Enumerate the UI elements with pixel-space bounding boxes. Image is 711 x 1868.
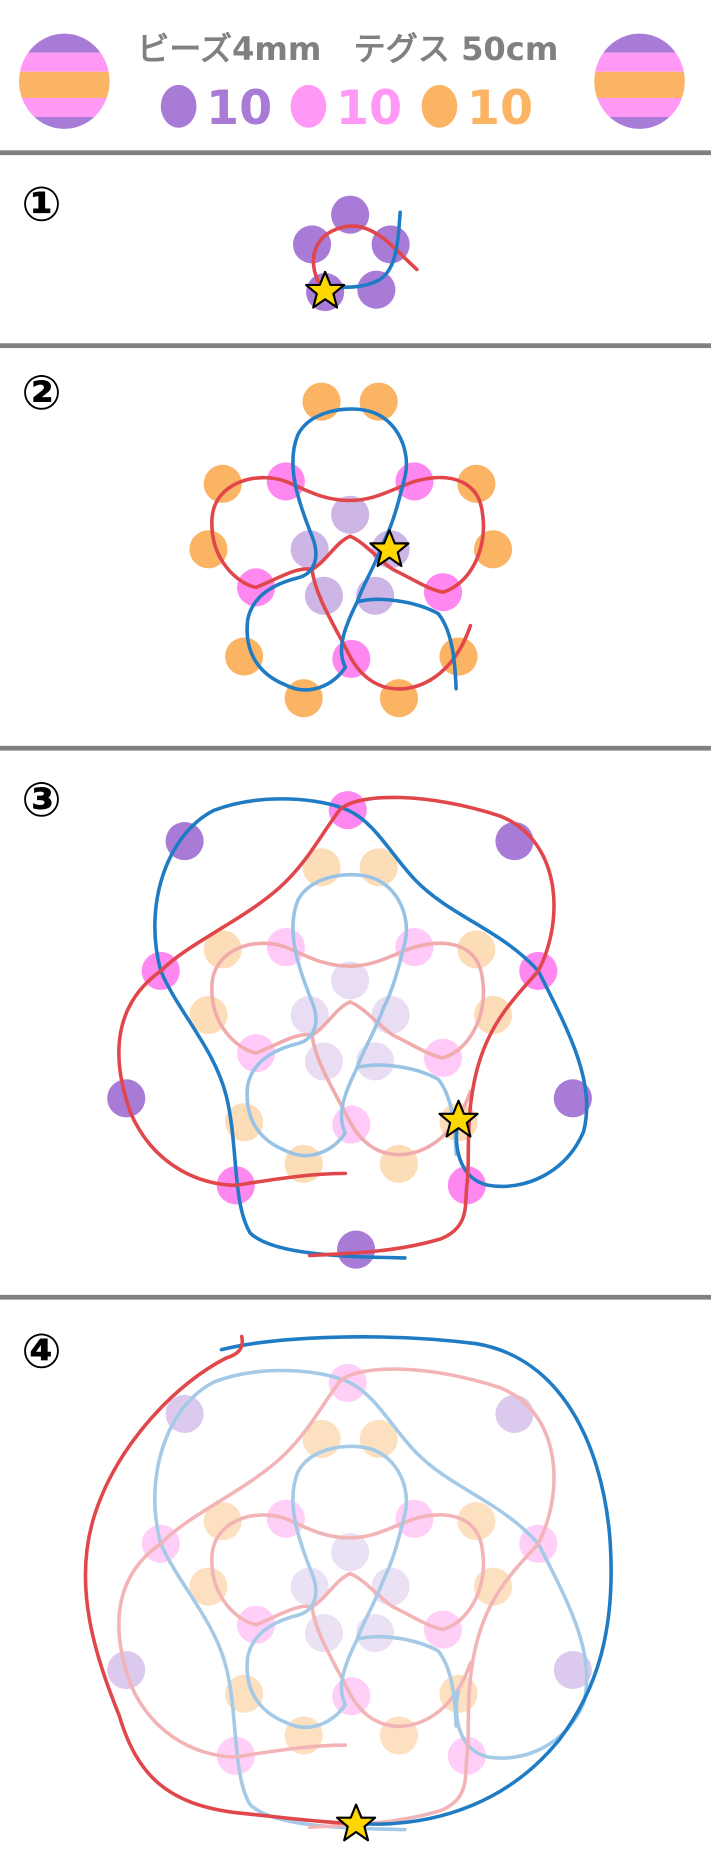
step-4-label: ④ (21, 1325, 61, 1380)
bead-count-pink: 10 (290, 81, 402, 136)
bead-count-purple: 10 (160, 81, 272, 136)
divider (0, 745, 711, 751)
svg-text:10: 10 (206, 81, 272, 136)
materials-title: ビーズ4mm テグス 50cm (137, 30, 558, 68)
striped-bead-icon-left (17, 31, 112, 133)
end-star-icon (335, 1803, 377, 1842)
step-4-diagram (83, 1334, 613, 1842)
header: ビーズ4mm テグス 50cm 10 10 10 (17, 30, 688, 136)
step-1-diagram (292, 195, 419, 312)
step-2-label: ② (21, 366, 61, 421)
step-2-diagram (189, 382, 513, 718)
step-1-label: ① (21, 178, 61, 233)
step-3-label: ③ (21, 773, 61, 828)
svg-text:10: 10 (336, 81, 402, 136)
divider (0, 1294, 711, 1300)
divider (0, 150, 711, 156)
step-3-diagram (107, 791, 592, 1269)
striped-bead-icon-right (592, 31, 687, 133)
divider (0, 343, 711, 349)
bead-count-orange: 10 (421, 81, 533, 136)
svg-text:10: 10 (467, 81, 533, 136)
